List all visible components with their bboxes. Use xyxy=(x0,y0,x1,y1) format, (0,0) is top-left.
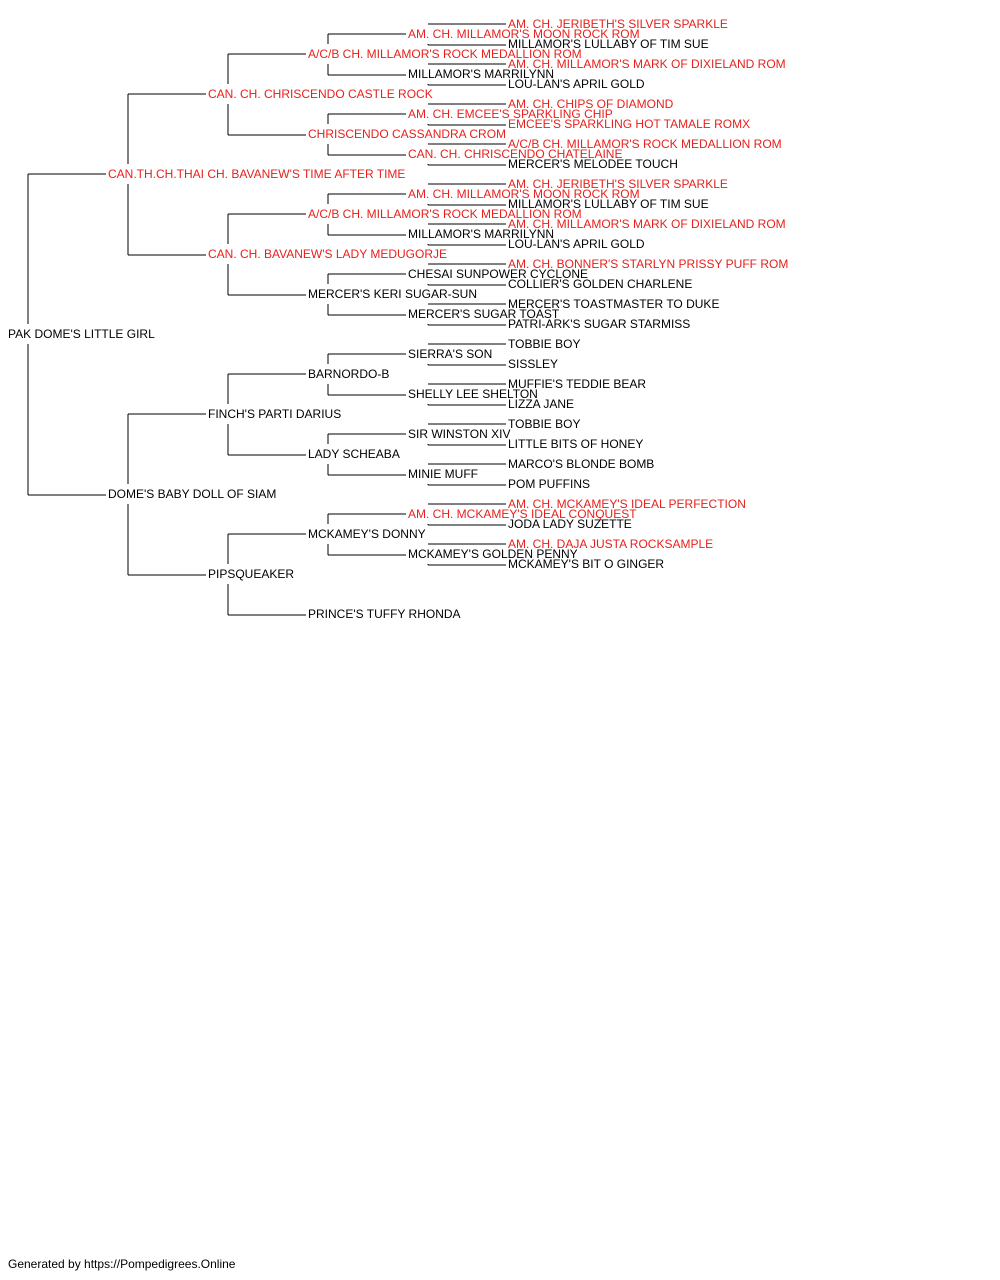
pedigree-name-gen5: MILLAMOR'S LULLABY OF TIM SUE xyxy=(508,197,709,211)
pedigree-name-gen4: CAN. CH. CHRISCENDO CHATELAINE xyxy=(408,147,622,161)
pedigree-name-gen4: AM. CH. EMCEE'S SPARKLING CHIP xyxy=(408,107,613,121)
pedigree-name-gen5: AM. CH. MILLAMOR'S MARK OF DIXIELAND ROM xyxy=(508,57,786,71)
pedigree-name-gen5: AM. CH. BONNER'S STARLYN PRISSY PUFF ROM xyxy=(508,257,788,271)
pedigree-name-gen5: EMCEE'S SPARKLING HOT TAMALE ROMX xyxy=(508,117,750,131)
pedigree-name-gen2: PIPSQUEAKER xyxy=(208,567,294,581)
pedigree-name-gen5: AM. CH. MCKAMEY'S IDEAL PERFECTION xyxy=(508,497,746,511)
pedigree-name-gen0: PAK DOME'S LITTLE GIRL xyxy=(8,327,155,341)
pedigree-name-gen5: JODA LADY SUZETTE xyxy=(508,517,632,531)
pedigree-name-gen4: MCKAMEY'S GOLDEN PENNY xyxy=(408,547,578,561)
pedigree-name-gen5: MCKAMEY'S BIT O GINGER xyxy=(508,557,664,571)
pedigree-name-gen3: A/C/B CH. MILLAMOR'S ROCK MEDALLION ROM xyxy=(308,207,582,221)
pedigree-name-gen5: MUFFIE'S TEDDIE BEAR xyxy=(508,377,646,391)
pedigree-name-gen5: LOU-LAN'S APRIL GOLD xyxy=(508,77,645,91)
pedigree-name-gen3: MERCER'S KERI SUGAR-SUN xyxy=(308,287,477,301)
pedigree-name-gen2: CAN. CH. BAVANEW'S LADY MEDUGORJE xyxy=(208,247,447,261)
pedigree-name-gen1: CAN.TH.CH.THAI CH. BAVANEW'S TIME AFTER … xyxy=(108,167,405,181)
pedigree-name-gen4: AM. CH. MCKAMEY'S IDEAL CONQUEST xyxy=(408,507,637,521)
pedigree-name-gen5: LIZZA JANE xyxy=(508,397,574,411)
footer-credit: Generated by https://Pompedigrees.Online xyxy=(8,1257,236,1271)
pedigree-name-gen2: CAN. CH. CHRISCENDO CASTLE ROCK xyxy=(208,87,433,101)
pedigree-name-gen5: COLLIER'S GOLDEN CHARLENE xyxy=(508,277,692,291)
pedigree-name-gen5: LITTLE BITS OF HONEY xyxy=(508,437,643,451)
pedigree-name-gen5: TOBBIE BOY xyxy=(508,337,580,351)
pedigree-name-gen5: TOBBIE BOY xyxy=(508,417,580,431)
pedigree-name-gen5: MERCER'S TOASTMASTER TO DUKE xyxy=(508,297,719,311)
pedigree-name-gen5: SISSLEY xyxy=(508,357,558,371)
pedigree-name-gen3: LADY SCHEABA xyxy=(308,447,400,461)
pedigree-name-gen3: A/C/B CH. MILLAMOR'S ROCK MEDALLION ROM xyxy=(308,47,582,61)
pedigree-name-gen3: CHRISCENDO CASSANDRA CROM xyxy=(308,127,506,141)
pedigree-name-gen5: POM PUFFINS xyxy=(508,477,590,491)
pedigree-name-gen2: FINCH'S PARTI DARIUS xyxy=(208,407,341,421)
pedigree-tree: PAK DOME'S LITTLE GIRL CAN.TH.CH.THAI CH.… xyxy=(8,17,788,621)
pedigree-name-gen5: LOU-LAN'S APRIL GOLD xyxy=(508,237,645,251)
pedigree-name-gen5: MILLAMOR'S LULLABY OF TIM SUE xyxy=(508,37,709,51)
pedigree-name-gen4: SIERRA'S SON xyxy=(408,347,492,361)
pedigree-name-gen5: AM. CH. JERIBETH'S SILVER SPARKLE xyxy=(508,177,728,191)
pedigree-name-gen5: MARCO'S BLONDE BOMB xyxy=(508,457,654,471)
pedigree-name-gen4: AM. CH. MILLAMOR'S MOON ROCK ROM xyxy=(408,187,640,201)
pedigree-name-gen4: MINIE MUFF xyxy=(408,467,478,481)
pedigree-name-gen5: PATRI-ARK'S SUGAR STARMISS xyxy=(508,317,690,331)
pedigree-name-gen5: AM. CH. DAJA JUSTA ROCKSAMPLE xyxy=(508,537,713,551)
pedigree-name-gen4: SHELLY LEE SHELTON xyxy=(408,387,538,401)
pedigree-name-gen4: CHESAI SUNPOWER CYCLONE xyxy=(408,267,588,281)
pedigree-name-gen1: DOME'S BABY DOLL OF SIAM xyxy=(108,487,276,501)
pedigree-name-gen5: AM. CH. JERIBETH'S SILVER SPARKLE xyxy=(508,17,728,31)
pedigree-name-gen4: MILLAMOR'S MARRILYNN xyxy=(408,67,554,81)
pedigree-name-gen3: BARNORDO-B xyxy=(308,367,389,381)
pedigree-name-gen4: AM. CH. MILLAMOR'S MOON ROCK ROM xyxy=(408,27,640,41)
pedigree-name-gen5: AM. CH. CHIPS OF DIAMOND xyxy=(508,97,674,111)
pedigree-name-gen4: MILLAMOR'S MARRILYNN xyxy=(408,227,554,241)
pedigree-name-gen4: SIR WINSTON XIV xyxy=(408,427,510,441)
pedigree-name-gen5: A/C/B CH. MILLAMOR'S ROCK MEDALLION ROM xyxy=(508,137,782,151)
pedigree-name-gen5: AM. CH. MILLAMOR'S MARK OF DIXIELAND ROM xyxy=(508,217,786,231)
pedigree-name-gen5: MERCER'S MELODEE TOUCH xyxy=(508,157,678,171)
pedigree-name-gen3: PRINCE'S TUFFY RHONDA xyxy=(308,607,461,621)
pedigree-name-gen3: MCKAMEY'S DONNY xyxy=(308,527,426,541)
pedigree-name-gen4: MERCER'S SUGAR TOAST xyxy=(408,307,560,321)
